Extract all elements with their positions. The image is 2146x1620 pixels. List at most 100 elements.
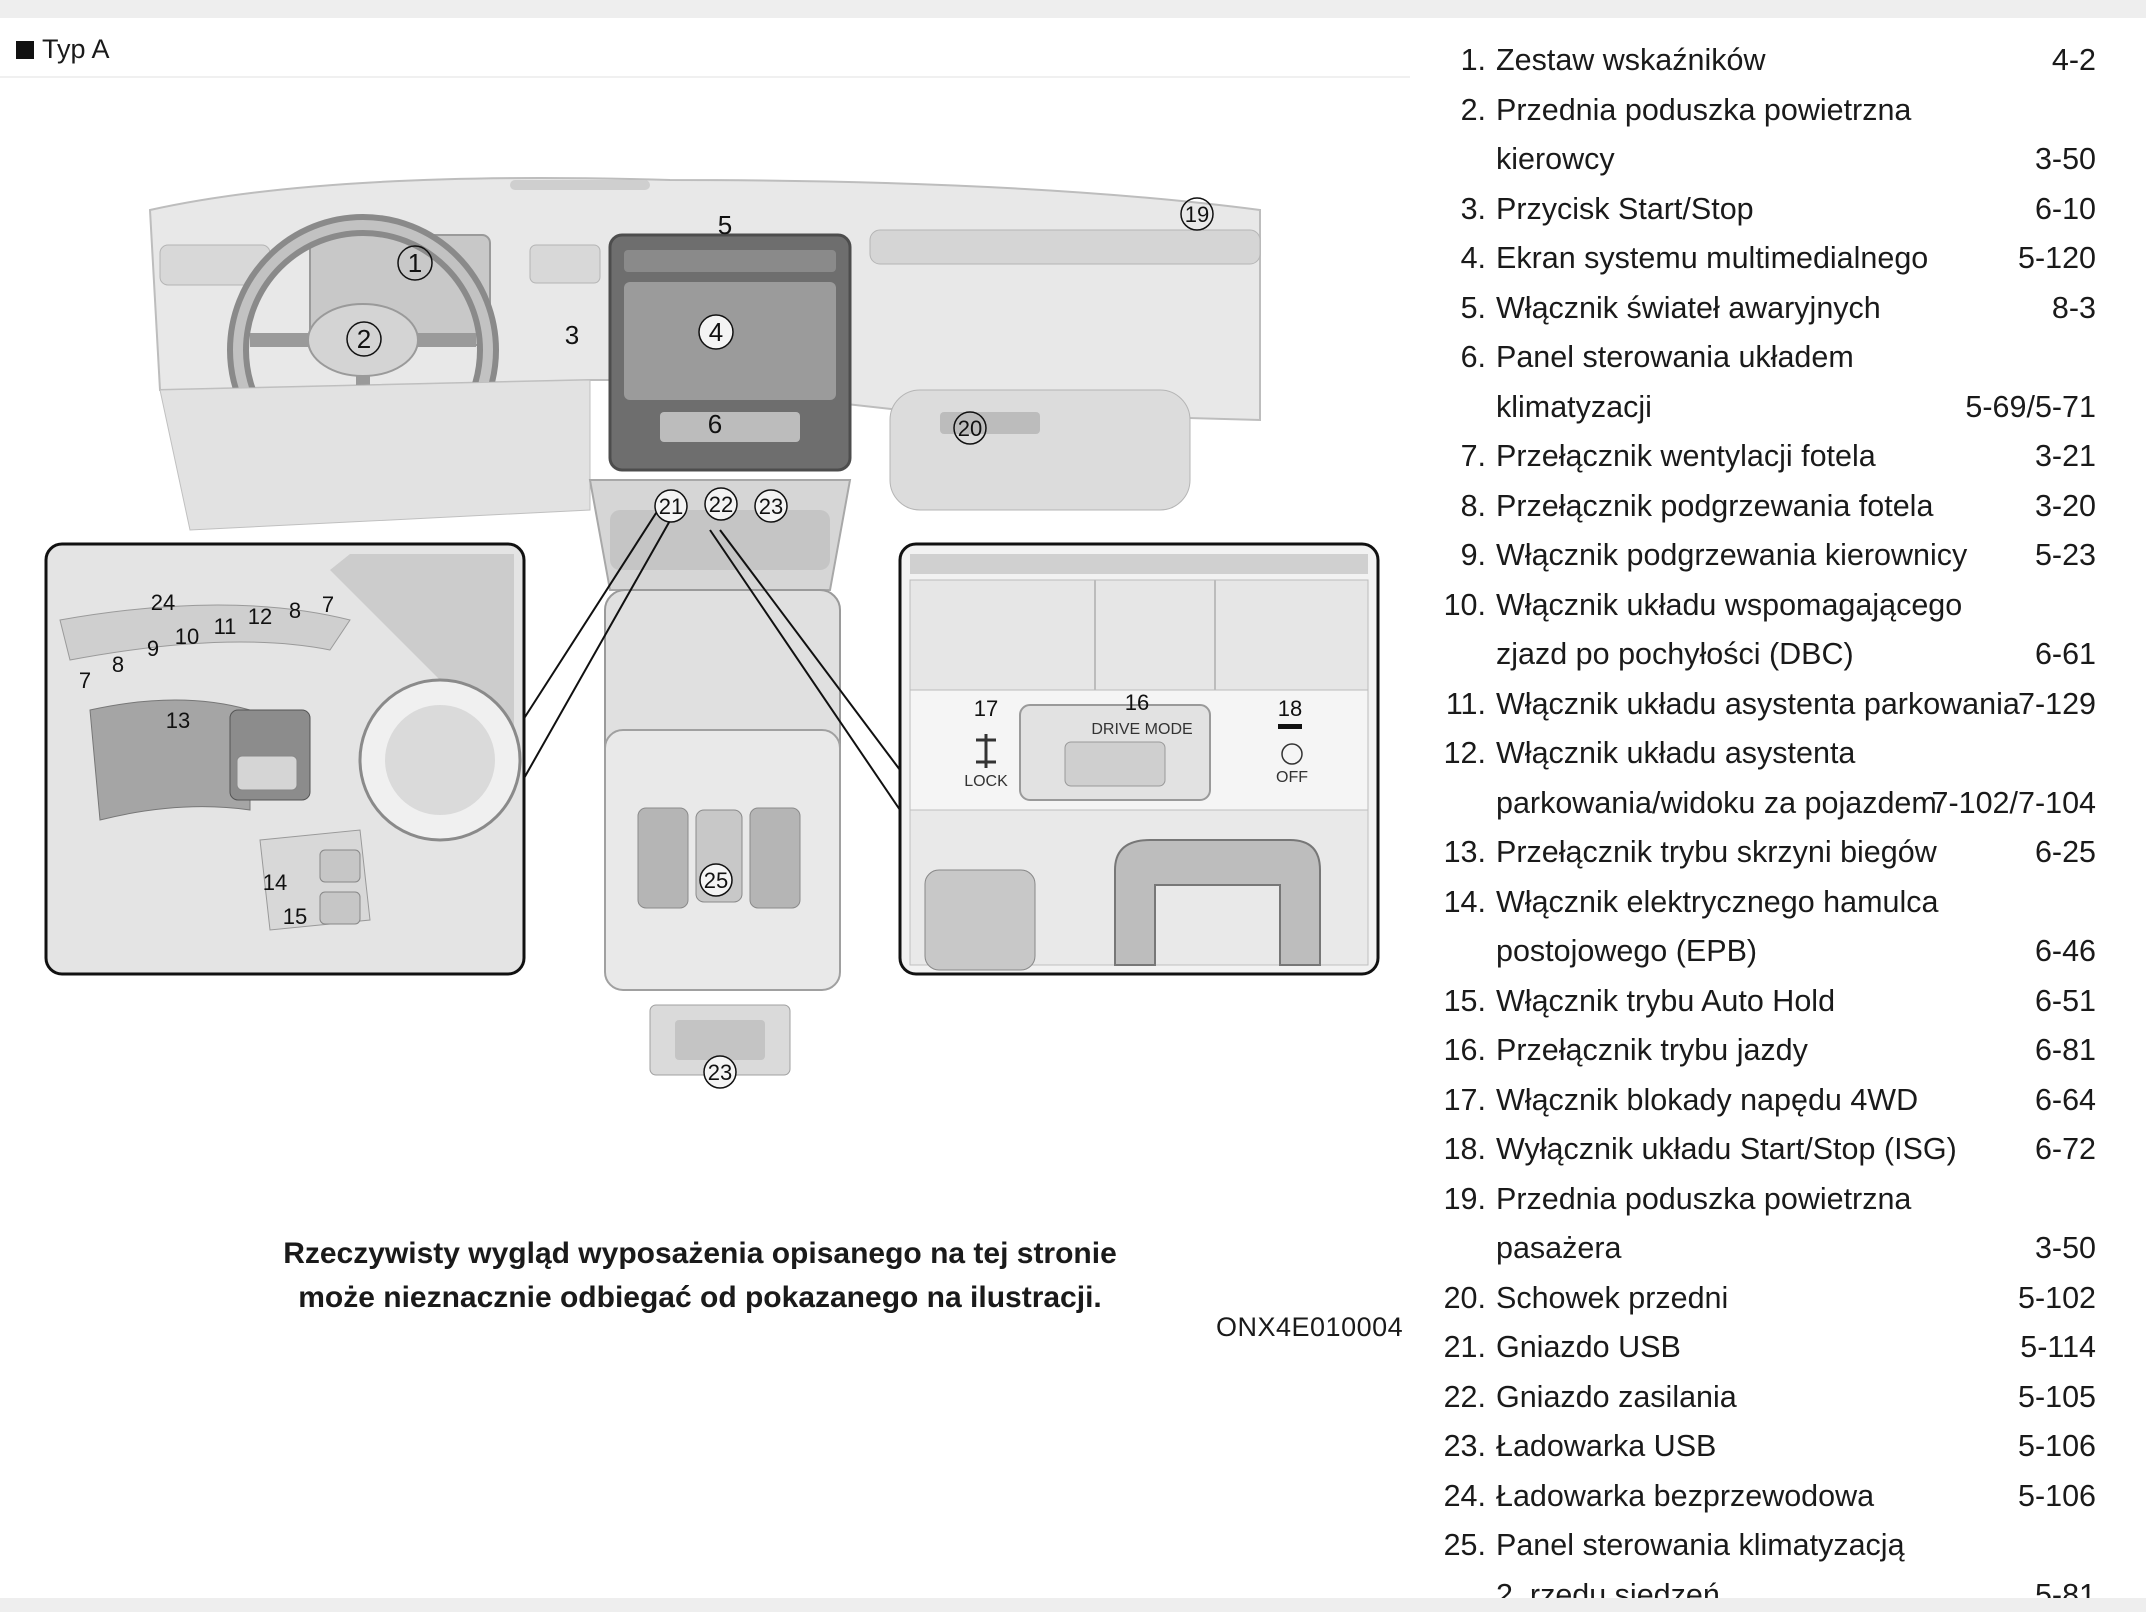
callout-6: 6: [708, 409, 722, 439]
legend-number: 15.: [1440, 977, 1486, 1027]
legend-line: 12.Włącznik układu asystenta: [1440, 729, 2096, 779]
glovebox-shape: [890, 390, 1190, 510]
legend-page-ref: 3-50: [2035, 1224, 2096, 1274]
legend-description: Panel sterowania klimatyzacją: [1496, 1521, 1905, 1571]
passenger-vent: [870, 230, 1260, 264]
image-code: ONX4E010004: [1216, 1312, 1403, 1343]
legend-line: 17.Włącznik blokady napędu 4WD 6-64: [1440, 1076, 2096, 1126]
legend-number: 25.: [1440, 1521, 1486, 1571]
legend-description: Ładowarka bezprzewodowa: [1496, 1472, 1874, 1522]
callout-11: 11: [214, 614, 237, 639]
callout-14: 14: [263, 870, 287, 895]
callout-5: 5: [718, 210, 732, 240]
legend-description: Przednia poduszka powietrzna: [1496, 86, 1911, 136]
legend-description: postojowego (EPB): [1496, 927, 1757, 977]
legend-description: Włącznik trybu Auto Hold: [1496, 977, 1835, 1027]
hazard-strip: [624, 250, 836, 272]
legend-page-ref: 5-120: [2018, 234, 2096, 284]
callout-25: 25: [704, 868, 728, 893]
legend-page-ref: 5-81: [2035, 1571, 2096, 1620]
legend-description: zjazd po pochyłości (DBC): [1496, 630, 1854, 680]
dashboard-illustration: 1 2 3 4 4 5 6 19 20 21 22 23 25 23 7 8 9…: [30, 150, 1410, 1160]
legend-description: Ekran systemu multimedialnego: [1496, 234, 1928, 284]
callout-8: 8: [112, 652, 124, 677]
legend-description: Panel sterowania układem: [1496, 333, 1854, 383]
legend-description: Przełącznik podgrzewania fotela: [1496, 482, 1933, 532]
legend-number: 17.: [1440, 1076, 1486, 1126]
legend-page-ref: 6-25: [2035, 828, 2096, 878]
legend-description: klimatyzacji: [1496, 383, 1652, 433]
caption-line-1: Rzeczywisty wygląd wyposażenia opisanego…: [260, 1232, 1140, 1276]
legend-description: Przełącznik wentylacji fotela: [1496, 432, 1876, 482]
legend-description: Przełącznik trybu jazdy: [1496, 1026, 1808, 1076]
legend-description: Włącznik elektrycznego hamulca: [1496, 878, 1938, 928]
legend-number: 10.: [1440, 581, 1486, 631]
legend-number: 20.: [1440, 1274, 1486, 1324]
legend-description: Włącznik blokady napędu 4WD: [1496, 1076, 1918, 1126]
legend-number: 1.: [1440, 36, 1486, 86]
legend-page-ref: 8-3: [2052, 284, 2096, 334]
svg-text:4: 4: [709, 317, 723, 347]
climate-panel: [660, 412, 800, 442]
rear-vent-left: [638, 808, 688, 908]
callout-1: 1: [408, 248, 422, 278]
legend-page-ref: 5-106: [2018, 1472, 2096, 1522]
illustration-caption: Rzeczywisty wygląd wyposażenia opisanego…: [260, 1232, 1140, 1320]
callout-24: 24: [151, 590, 175, 615]
legend-line: 19.Przednia poduszka powietrzna: [1440, 1175, 2096, 1225]
legend-line: zjazd po pochyłości (DBC) 6-61: [1440, 630, 2096, 680]
legend-page-ref: 5-23: [2035, 531, 2096, 581]
legend-page-ref: 6-61: [2035, 630, 2096, 680]
legend-page-ref: 6-64: [2035, 1076, 2096, 1126]
callout-23: 23: [759, 494, 783, 519]
legend-description: Ładowarka USB: [1496, 1422, 1716, 1472]
top-rule: [0, 0, 2146, 18]
off-label: OFF: [1276, 769, 1308, 786]
legend-number: 21.: [1440, 1323, 1486, 1373]
legend-page-ref: 6-81: [2035, 1026, 2096, 1076]
bottom-rule: [0, 1598, 2146, 1612]
legend-description: Włącznik układu asystenta: [1496, 729, 1855, 779]
legend-number: 12.: [1440, 729, 1486, 779]
type-label: Typ A: [16, 34, 110, 65]
legend-line: 14.Włącznik elektrycznego hamulca: [1440, 878, 2096, 928]
legend-page-ref: 3-50: [2035, 135, 2096, 185]
legend-line: 6.Panel sterowania układem: [1440, 333, 2096, 383]
legend-page-ref: 5-69/5-71: [1965, 383, 2096, 433]
legend-number: 3.: [1440, 185, 1486, 235]
legend-line: 18.Wyłącznik układu Start/Stop (ISG)6-72: [1440, 1125, 2096, 1175]
callout-20: 20: [958, 416, 982, 441]
callout-18: 18: [1278, 696, 1302, 721]
callout-12: 12: [248, 604, 272, 629]
legend-number: 13.: [1440, 828, 1486, 878]
legend-page-ref: 7-102/7-104: [1932, 779, 2097, 829]
caption-line-2: może nieznacznie odbiegać od pokazanego …: [260, 1276, 1140, 1320]
legend-number: 22.: [1440, 1373, 1486, 1423]
legend-page-ref: 5-102: [2018, 1274, 2096, 1324]
legend-page-ref: 3-21: [2035, 432, 2096, 482]
